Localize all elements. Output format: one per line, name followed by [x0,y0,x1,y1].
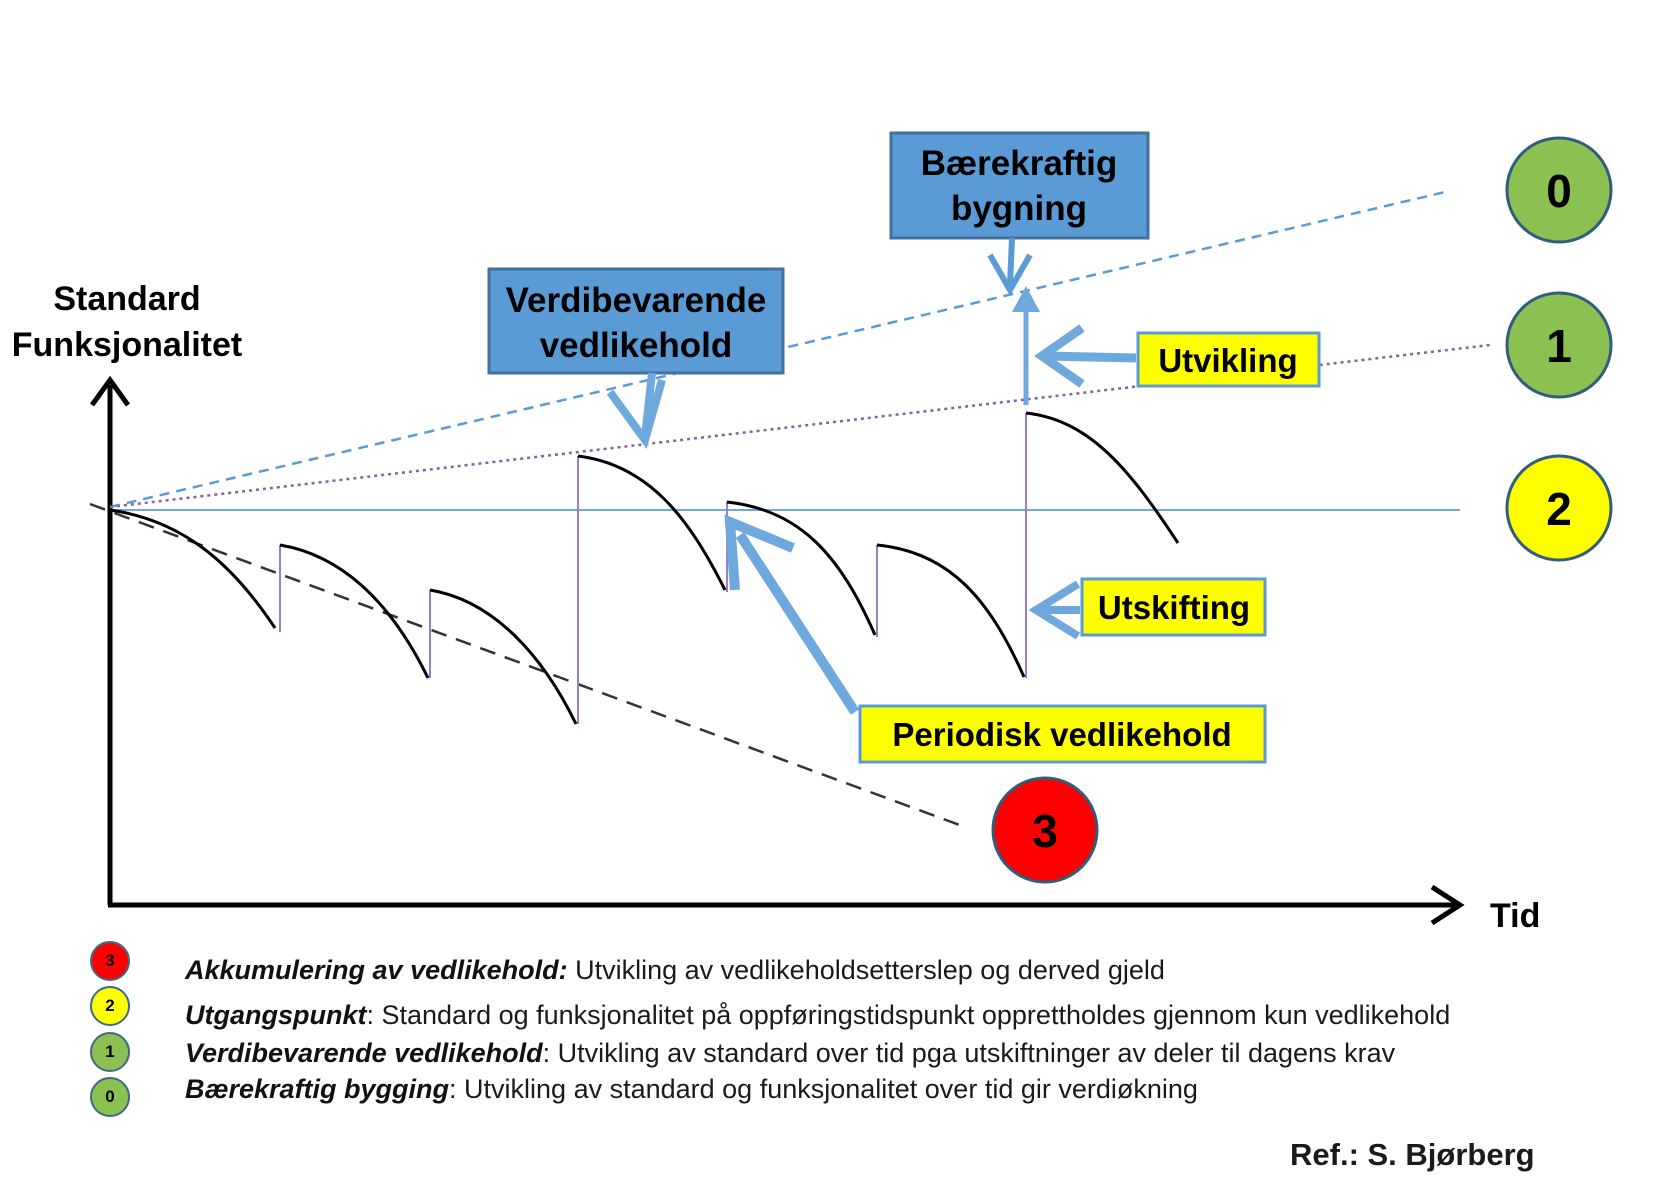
degradation-curve [577,454,727,591]
legend-text: : Utvikling av standard og funksjonalite… [449,1074,1198,1104]
callout-utvikling-arrowhead [1034,324,1085,388]
callout-periodisk-arrowhead [724,514,795,591]
y-axis-label-2: Funksjonalitet [12,326,242,364]
legend-text: : Standard og funksjonalitet på oppførin… [366,1000,1451,1030]
level-3-label: 3 [1032,805,1058,857]
callout-utskifting-box [1080,577,1267,637]
degradation-curve [109,508,277,629]
callout-verdibevarende-text-1: Verdibevarende [506,281,767,320]
legend-term: Verdibevarende vedlikehold [185,1038,543,1068]
degradation-curves [109,411,1180,725]
level-2-circle [1505,454,1613,562]
degradation-curve [1025,411,1180,544]
callout-periodisk-arrow [735,532,860,715]
callout-baerekraftig-arrowhead [987,253,1033,297]
y-axis-label-1: Standard [53,280,200,318]
legend-text: Utvikling av vedlikeholdsetterslep og de… [567,955,1165,985]
legend-row-value-preserving: Verdibevarende vedlikehold: Utvikling av… [185,1038,1395,1069]
legend-dot-1: 1 [90,1032,130,1072]
legend-term: Utgangspunkt [185,1000,367,1030]
development-up-arrowhead [1012,286,1040,312]
callout-periodisk-box [858,704,1267,764]
callout-baerekraftig-text-1: Bærekraftig [921,144,1117,183]
callout-utvikling-text: Utvikling [1158,342,1297,379]
line-level-3 [89,502,966,829]
legend-row-sustainable: Bærekraftig bygging: Utvikling av standa… [185,1074,1198,1105]
degradation-curve [726,500,877,636]
level-2-label: 2 [1546,483,1572,535]
callout-baerekraftig-box [889,131,1150,240]
callout-utvikling-box [1136,331,1321,388]
legend-dot-0: 0 [90,1077,130,1117]
callout-baerekraftig-arrow [1007,237,1015,286]
legend-dot-2: 2 [90,986,130,1026]
legend-text: : Utvikling av standard over tid pga uts… [542,1038,1396,1068]
degradation-curve [429,588,578,725]
callout-utvikling-arrow [1044,351,1137,363]
level-3-marker: 3 [991,776,1099,884]
callout-verdibevarende-arrowhead [606,378,666,449]
legend-dot-3: 3 [90,941,130,981]
legend-row-accumulation: Akkumulering av vedlikehold: Utvikling a… [185,955,1165,986]
legend-term: Akkumulering av vedlikehold: [185,955,568,985]
callout-verdibevarende-text-2: vedlikehold [540,326,733,365]
x-axis-arrowhead [1430,884,1465,926]
level-3-circle [991,776,1099,884]
x-axis-label: Tid [1490,897,1540,935]
jump-lines [279,413,1027,724]
legend-term: Bærekraftig bygging [185,1074,450,1104]
callout-utskifting-text: Utskifting [1098,589,1250,626]
level-1-circle [1505,291,1613,399]
callout-baerekraftig-text-2: bygning [951,189,1087,228]
y-axis-arrowhead [89,375,131,407]
reference: Ref.: S. Bjørberg [1290,1137,1535,1172]
callout-periodisk-text: Periodisk vedlikehold [892,716,1231,753]
degradation-curve [279,543,430,679]
level-0-label: 0 [1546,165,1572,217]
level-0-circle [1505,136,1613,244]
degradation-curve [876,543,1026,678]
legend-row-starting-point: Utgangspunkt: Standard og funksjonalitet… [185,1000,1450,1031]
level-1-marker: 1 [1505,291,1613,399]
callout-verdibevarende-box [487,267,785,375]
level-0-marker: 0 [1505,136,1613,244]
level-2-marker: 2 [1505,454,1613,562]
callout-utskifting-arrowhead [1028,580,1081,640]
level-1-label: 1 [1546,320,1572,372]
